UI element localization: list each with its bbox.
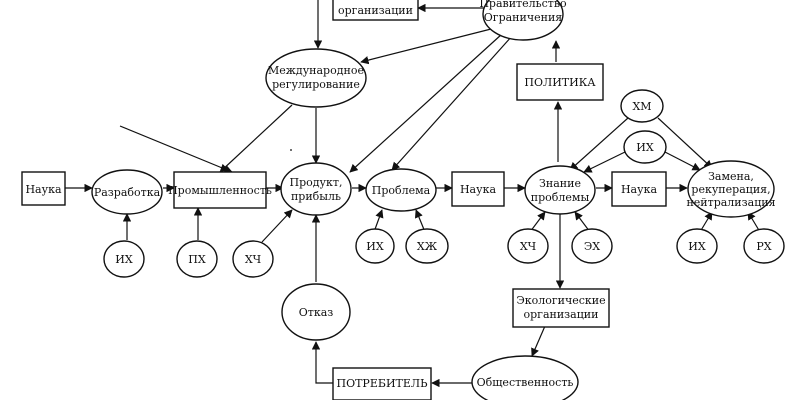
node-ix-problema: ИХ (355, 228, 395, 264)
edge-mezhd-promyshlennost (219, 104, 293, 173)
node-pravit: Правительство Ограничения (479, 0, 567, 41)
node-otkaz: Отказ (281, 283, 351, 341)
produkt-label-line2: прибыль (291, 190, 341, 203)
pravit-label-line2: Ограничения (484, 11, 562, 24)
node-nauka-mid: Наука (451, 171, 505, 207)
node-xch-znanie: ХЧ (507, 228, 549, 264)
politika-label: ПОЛИТИКА (524, 76, 596, 89)
razrabotka-label: Разработка (94, 186, 161, 199)
node-nauka-left: Наука (21, 171, 66, 206)
potrebitel-label: ПОТРЕБИТЕЛЬ (336, 377, 428, 390)
node-xzh: ХЖ (405, 228, 449, 264)
ix-top-label: ИХ (636, 141, 654, 154)
node-ix-razrabotka: ИХ (103, 240, 145, 278)
edge-xch-produkt (261, 209, 293, 243)
node-politika: ПОЛИТИКА (516, 63, 604, 101)
zamena-label-line3: нейтрализация (686, 196, 775, 209)
problema-label: Проблема (372, 184, 431, 197)
node-xch-produkt: ХЧ (232, 240, 274, 278)
pravit-label-line1: Правительство (479, 0, 567, 10)
node-obshch: Общественность (471, 355, 579, 400)
node-px: ПХ (176, 240, 218, 278)
edge-left-promyshlennost (119, 125, 233, 174)
edge-xm-zamena (657, 117, 713, 169)
edge-ix-zamena (699, 211, 713, 233)
xch-produkt-label: ХЧ (245, 253, 261, 266)
node-ekol: Экологические организации (512, 288, 610, 328)
edge-xzh-problema (414, 209, 426, 233)
node-znanie: Знание проблемы (524, 165, 596, 215)
px-label: ПХ (188, 253, 206, 266)
org-top-label: организации (338, 4, 413, 17)
edge-pravit-mezhd (360, 27, 496, 65)
node-ix-zamena: ИХ (676, 228, 718, 264)
ix-zamena-label: ИХ (688, 240, 706, 253)
node-nauka-right: Наука (611, 171, 667, 207)
promyshlennost-label: Промышленность (168, 184, 272, 197)
xm-label: ХМ (632, 100, 651, 113)
edge-potrebitel-otkaz (311, 341, 333, 384)
edge-ex-znanie (574, 211, 591, 233)
node-ex: ЭХ (571, 228, 613, 264)
edge-rx-zamena (747, 211, 761, 233)
obshch-label: Общественность (477, 376, 574, 389)
node-potrebitel: ПОТРЕБИТЕЛЬ (332, 367, 432, 400)
node-razrabotka: Разработка (91, 169, 163, 215)
nauka-right-label: Наука (621, 183, 657, 196)
znanie-label-line2: проблемы (531, 191, 590, 204)
otkaz-label: Отказ (299, 306, 334, 319)
node-org-top: организации (332, 0, 419, 21)
node-problema: Проблема (365, 168, 437, 212)
produkt-label-line1: Продукт, (290, 176, 343, 189)
mezhd-label-line1: Международное (268, 64, 364, 77)
nauka-left-label: Наука (25, 183, 61, 196)
ekol-label-line1: Экологические (516, 294, 605, 307)
mezhd-label-line2: регулирование (272, 78, 360, 91)
edge-ekol-obshch (531, 325, 546, 357)
xch-znanie-label: ХЧ (520, 240, 536, 253)
node-zamena: Замена, рекуперация, нейтрализация (686, 160, 776, 218)
zamena-label-line1: Замена, (708, 170, 754, 183)
xzh-label: ХЖ (417, 240, 438, 253)
node-promyshlennost: Промышленность (168, 171, 272, 209)
edge-ix-znanie (583, 151, 626, 173)
ekol-label-line2: организации (524, 308, 599, 321)
rx-label: РХ (756, 240, 771, 253)
edge-pravit-produkt (349, 33, 503, 173)
edge-xch-znanie (529, 211, 546, 233)
edge-xm-znanie (569, 117, 629, 171)
node-mezhd: Международное регулирование (265, 48, 367, 108)
ix-razrabotka-label: ИХ (115, 253, 133, 266)
zamena-label-line2: рекуперация, (691, 183, 770, 196)
ix-problema-label: ИХ (366, 240, 384, 253)
edge-pravit-problema (391, 35, 513, 171)
nauka-mid-label: Наука (460, 183, 496, 196)
node-xm: ХМ (620, 89, 664, 123)
znanie-label-line1: Знание (539, 177, 581, 190)
node-produkt: Продукт, прибыль (280, 162, 352, 216)
node-ix-top: ИХ (623, 130, 667, 164)
edge-ix-zamena-top (664, 151, 701, 171)
node-rx: РХ (743, 228, 785, 264)
ex-label: ЭХ (584, 240, 600, 253)
